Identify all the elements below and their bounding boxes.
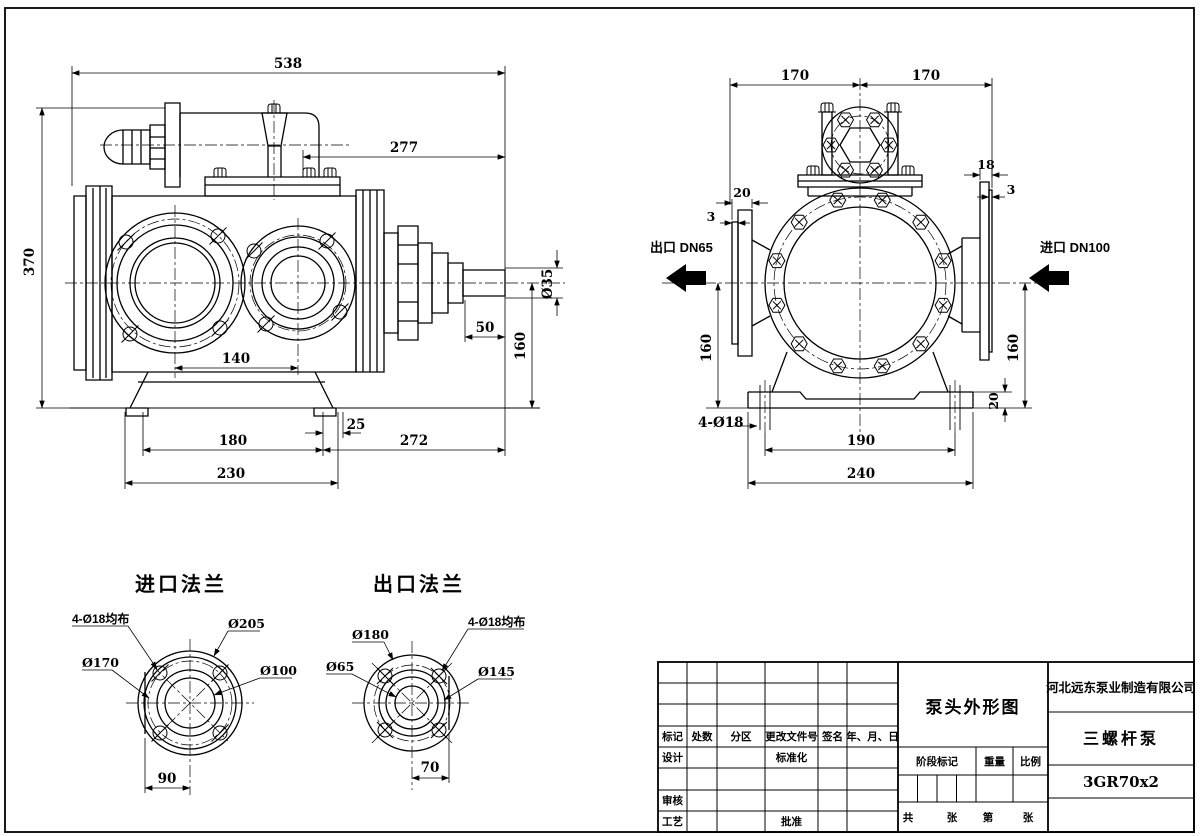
outlet-flange-od: Ø180 <box>352 627 389 642</box>
side-view-dimension-lines <box>36 66 563 489</box>
tb-model: 3GR70x2 <box>1083 773 1159 791</box>
dim-shaft-center-height: 160 <box>513 332 529 360</box>
dim-base-width: 230 <box>217 466 245 482</box>
dim-foot-span: 180 <box>219 433 247 449</box>
dim-rear-length: 272 <box>400 433 428 449</box>
tb-header-zone: 分区 <box>731 730 752 743</box>
page-border <box>4 7 1195 833</box>
tb-company: 河北远东泵业制造有限公司 <box>1046 680 1196 695</box>
side-view-centerlines <box>65 100 565 378</box>
outlet-port-label: 出口 DN65 <box>650 240 713 255</box>
dim-left-half-width: 170 <box>781 68 809 84</box>
outlet-flange-leaders <box>326 628 524 783</box>
tb-drawing-title: 泵头外形图 <box>926 697 1021 717</box>
dim-right-offset: 25 <box>347 417 366 433</box>
inlet-flange-edge-dim: 90 <box>158 771 177 787</box>
outlet-flow-arrow <box>666 264 706 292</box>
front-view-dimension-lines <box>706 78 1032 489</box>
tb-scale: 比例 <box>1020 755 1041 768</box>
outlet-flange-bore: Ø65 <box>326 659 354 674</box>
tb-stage-mark: 阶段标记 <box>916 755 958 768</box>
outlet-flange-title: 出口法兰 <box>373 572 465 596</box>
inlet-flange-title: 进口法兰 <box>135 572 227 596</box>
inlet-flange-bcd: Ø170 <box>82 655 119 670</box>
dim-inlet-flange-thickness: 18 <box>977 157 995 172</box>
dim-right-half-width: 170 <box>912 68 940 84</box>
dim-overall-length: 538 <box>274 56 302 72</box>
tb-weight: 重量 <box>984 755 1005 768</box>
dim-inlet-face-height: 3 <box>1007 182 1016 197</box>
dim-base-thickness: 20 <box>986 392 1001 410</box>
tb-sheet-total-unit: 张 <box>947 811 958 824</box>
tb-product-name: 三螺杆泵 <box>1083 729 1159 748</box>
tb-role-approve: 批准 <box>781 815 802 828</box>
outlet-flange-centerlines <box>352 641 472 790</box>
side-view: 538 277 370 140 180 272 230 25 50 Ø35 16… <box>22 56 565 489</box>
dim-outlet-flange-thickness: 20 <box>733 185 751 200</box>
inlet-flange-detail: 进口法兰 4-Ø18均布 Ø205 Ø170 Ø100 90 <box>72 572 297 795</box>
inlet-flange-bolt-note: 4-Ø18均布 <box>72 611 129 626</box>
tb-role-process: 工艺 <box>662 815 683 828</box>
dim-front-base-width: 240 <box>847 466 875 482</box>
foot-hole-note: 4-Ø18 <box>698 415 744 431</box>
tb-sheet-no-label: 第 <box>983 811 994 824</box>
dim-outlet-face-height: 3 <box>707 209 716 224</box>
dim-outlet-center-height: 160 <box>699 334 715 362</box>
side-view-outline <box>70 102 540 417</box>
outlet-flange-bolt-note: 4-Ø18均布 <box>468 614 525 629</box>
tb-header-change-doc: 更改文件号 <box>765 730 818 743</box>
tb-sheet-no-unit: 张 <box>1023 811 1034 824</box>
front-view-centerlines <box>662 78 1040 433</box>
outlet-flange-detail: 出口法兰 Ø180 4-Ø18均布 Ø65 Ø145 70 <box>326 572 525 790</box>
inlet-flange-leaders <box>72 625 292 793</box>
dim-shaft-extension: 50 <box>476 320 495 336</box>
dim-inlet-center-height: 160 <box>1006 334 1022 362</box>
front-view: 170 170 20 3 18 3 出口 DN65 进口 DN100 160 1… <box>650 68 1110 489</box>
inlet-flange-bore: Ø100 <box>260 663 297 678</box>
dim-overall-height: 370 <box>22 248 38 276</box>
title-block-grid <box>658 662 1194 832</box>
tb-header-count: 处数 <box>691 730 713 743</box>
tb-header-date: 年、月、日 <box>846 730 899 743</box>
tb-role-design: 设计 <box>662 751 683 764</box>
dim-foot-hole-span: 190 <box>847 433 875 449</box>
inlet-flow-arrow <box>1029 264 1069 292</box>
outlet-flange-edge-dim: 70 <box>421 760 440 776</box>
inlet-port-label: 进口 DN100 <box>1040 240 1110 255</box>
dim-upper-length: 277 <box>390 140 418 156</box>
dim-port-center-distance: 140 <box>222 351 250 367</box>
tb-role-review: 审核 <box>662 794 683 807</box>
title-block: 标记 处数 分区 更改文件号 签名 年、月、日 设计 标准化 审核 工艺 批准 … <box>657 661 1196 833</box>
tb-sheet-total-label: 共 <box>903 811 914 824</box>
dim-shaft-diameter: Ø35 <box>540 269 556 300</box>
front-view-outline <box>731 106 993 430</box>
outlet-flange-bcd: Ø145 <box>478 664 515 679</box>
tb-header-signature: 签名 <box>821 730 843 743</box>
tb-header-mark: 标记 <box>661 730 683 743</box>
tb-role-standardization: 标准化 <box>775 751 808 764</box>
inlet-flange-od: Ø205 <box>228 616 265 631</box>
